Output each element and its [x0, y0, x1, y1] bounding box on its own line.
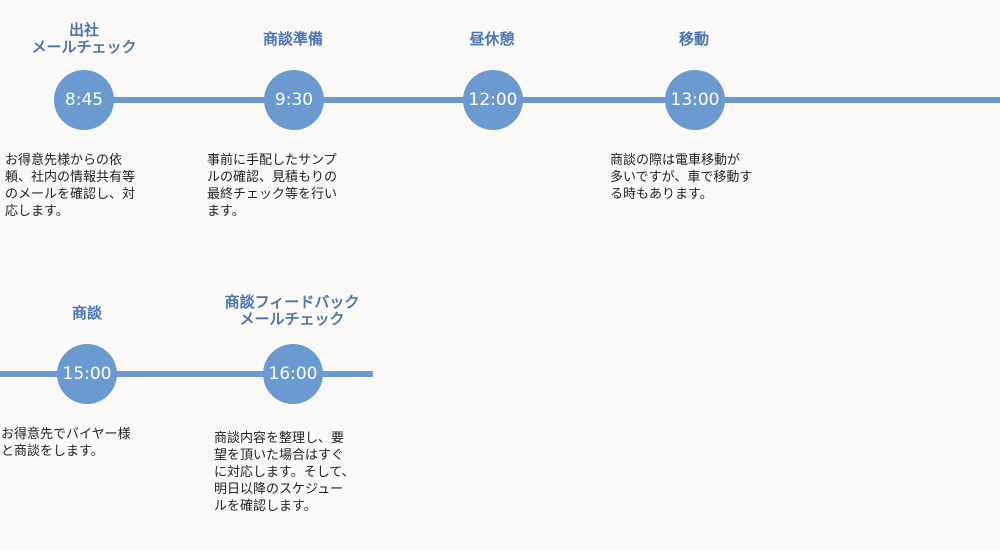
- event-description: 商談内容を整理し、要 望を頂いた場合はすぐ に対応します。そして、 明日以降のス…: [214, 430, 379, 515]
- event-title-line: 出社: [68, 21, 99, 39]
- event-description-line: ます。: [207, 204, 245, 219]
- event-description-line: 商談の際は電車移動が: [610, 153, 741, 168]
- event-title: 商談準備: [193, 31, 393, 48]
- event-title-line: 移動: [678, 30, 709, 48]
- event-description-line: お得意先様からの依: [5, 153, 123, 168]
- event-title-line: メールチェック: [239, 310, 345, 328]
- timeline-line-row2: [0, 371, 373, 377]
- event-title: 商談フィードバック メールチェック: [192, 294, 392, 328]
- event-title-line: 商談フィードバック: [224, 293, 360, 311]
- event-description-line: 応します。: [5, 204, 69, 219]
- event-description: お得意先でバイヤー様 と商談をします。: [1, 426, 166, 460]
- time-marker: 16:00: [263, 344, 323, 404]
- time-marker: 13:00: [665, 70, 725, 130]
- event-description: お得意先様からの依 頼、社内の情報共有等 のメールを確認し、対 応します。: [5, 152, 170, 220]
- event-title-line: 昼休憩: [469, 30, 515, 48]
- event-description-line: ルの確認、見積もりの: [207, 170, 338, 185]
- time-marker: 15:00: [57, 344, 117, 404]
- event-description-line: ルを確認します。: [214, 499, 317, 514]
- event-description-line: 商談内容を整理し、要: [214, 431, 345, 446]
- event-description-line: 頼、社内の情報共有等: [5, 170, 136, 185]
- event-title: 出社 メールチェック: [0, 22, 184, 56]
- event-description-line: 最終チェック等を行い: [207, 187, 338, 202]
- event-description-line: 望を頂いた場合はすぐ: [214, 448, 345, 463]
- event-description-line: お得意先でバイヤー様: [1, 427, 131, 442]
- time-marker: 9:30: [264, 70, 324, 130]
- event-description-line: る時もあります。: [610, 187, 713, 202]
- event-description-line: のメールを確認し、対: [5, 187, 136, 202]
- event-description-line: 明日以降のスケジュー: [214, 482, 344, 497]
- time-marker: 8:45: [54, 70, 114, 130]
- event-description-line: 多いですが、車で移動す: [610, 170, 753, 185]
- event-description-line: と商談をします。: [1, 444, 104, 459]
- event-description-line: 事前に手配したサンプ: [207, 153, 337, 168]
- event-title-line: 商談: [71, 304, 102, 322]
- event-title: 移動: [594, 31, 794, 48]
- event-title-line: メールチェック: [31, 38, 137, 56]
- event-title: 商談: [0, 305, 187, 322]
- event-title-line: 商談準備: [262, 30, 323, 48]
- time-marker: 12:00: [463, 70, 523, 130]
- event-description: 事前に手配したサンプ ルの確認、見積もりの 最終チェック等を行い ます。: [207, 152, 372, 220]
- event-title: 昼休憩: [392, 31, 592, 48]
- timeline-line-row1: [80, 97, 1000, 103]
- event-description: 商談の際は電車移動が 多いですが、車で移動す る時もあります。: [610, 152, 790, 203]
- event-description-line: に対応します。そして、: [214, 465, 355, 480]
